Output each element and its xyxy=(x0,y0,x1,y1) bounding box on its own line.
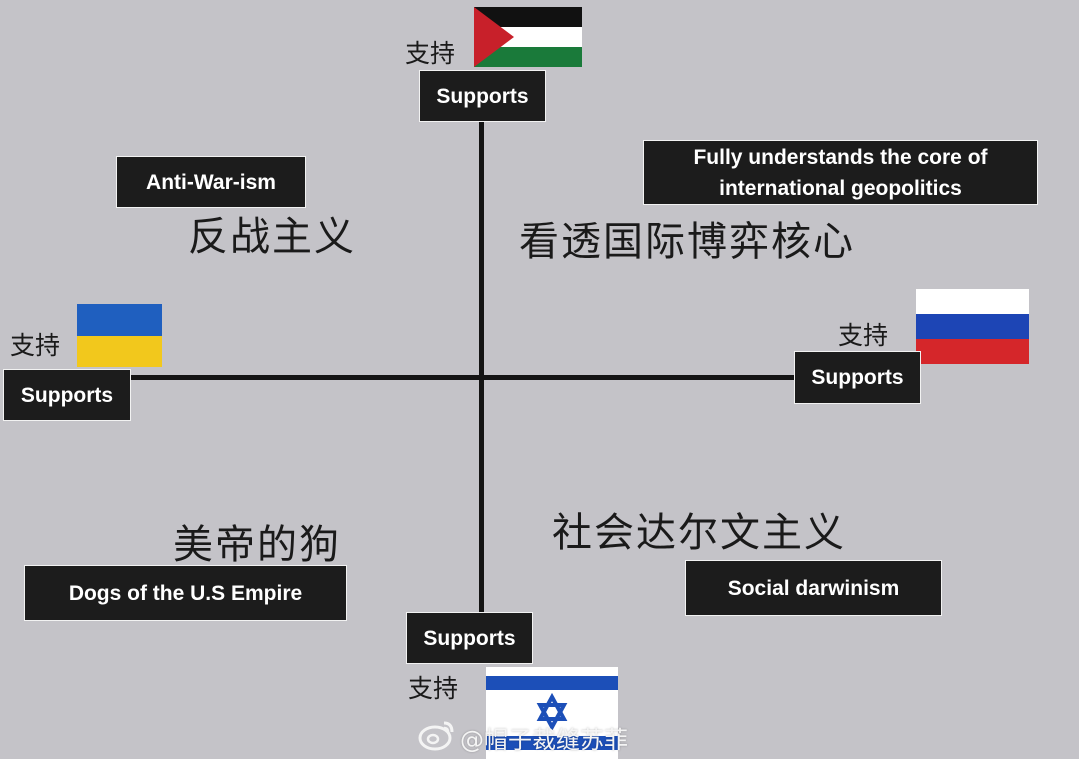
palestine-flag-icon xyxy=(474,7,582,67)
bottom-support-label-zh: 支持 xyxy=(408,674,459,703)
top-left-quadrant-caption: Anti-War-ism xyxy=(116,156,306,208)
bottom-right-quadrant-caption: Social darwinism xyxy=(685,560,942,616)
bottom-support-caption: Supports xyxy=(406,612,533,664)
bottom-left-quadrant-caption: Dogs of the U.S Empire xyxy=(24,565,347,621)
bottom-left-quadrant-label-zh: 美帝的狗 xyxy=(173,522,341,568)
israel-flag-icon xyxy=(486,667,618,759)
russia-flag-icon xyxy=(916,289,1029,364)
top-left-quadrant-label-zh: 反战主义 xyxy=(188,214,356,260)
top-right-quadrant-caption: Fully understands the core of internatio… xyxy=(643,140,1038,205)
right-support-caption: Supports xyxy=(794,351,921,404)
top-right-quadrant-label-zh: 看透国际博弈核心 xyxy=(519,219,855,265)
bottom-right-quadrant-label-zh: 社会达尔文主义 xyxy=(552,510,846,556)
weibo-icon xyxy=(417,717,457,751)
horizontal-axis xyxy=(128,375,798,380)
right-support-label-zh: 支持 xyxy=(838,321,889,350)
vertical-axis xyxy=(479,122,484,612)
top-support-caption: Supports xyxy=(419,70,546,122)
left-support-caption: Supports xyxy=(3,369,131,421)
watermark-text: @帽子裁缝苏菲 xyxy=(460,726,628,754)
top-support-label-zh: 支持 xyxy=(405,39,456,68)
left-support-label-zh: 支持 xyxy=(10,331,61,360)
ukraine-flag-icon xyxy=(77,304,162,367)
